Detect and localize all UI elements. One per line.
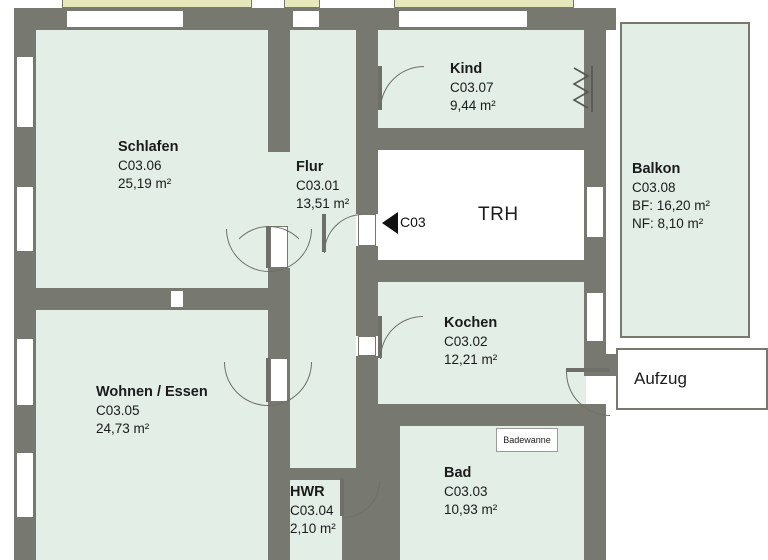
window-left-1	[16, 56, 34, 128]
label-kochen-name: Kochen	[444, 315, 498, 331]
window-left-4	[16, 452, 34, 518]
window-wall-schlafen-wohnen	[170, 290, 184, 308]
door-leaf-kochen	[378, 316, 382, 358]
label-kind-area: 9,44 m²	[450, 97, 496, 113]
label-wohnen-area: 24,73 m²	[96, 420, 150, 436]
balcony-door-hatch-icon	[572, 66, 593, 112]
wall-kochen-bad	[356, 404, 586, 426]
window-right-trh	[586, 186, 604, 238]
label-schlafen-area: 25,19 m²	[118, 175, 172, 191]
label-hwr-area: 2,10 m²	[290, 520, 336, 536]
room-wohnen-fill	[36, 310, 268, 560]
top-strip-right	[394, 0, 574, 8]
label-kind: Kind C03.07 9,44 m²	[450, 60, 496, 115]
label-balkon-name: Balkon	[632, 161, 681, 177]
wall-kind-trh	[356, 128, 606, 150]
label-kochen-area: 12,21 m²	[444, 351, 498, 367]
label-kochen: Kochen C03.02 12,21 m²	[444, 314, 497, 369]
wall-flur-right-lower2	[356, 356, 378, 560]
window-top-kind	[398, 10, 528, 28]
label-wohnen-name: Wohnen / Essen	[96, 384, 208, 400]
label-hwr-code: C03.04	[290, 503, 334, 519]
door-leaf-kind	[378, 66, 382, 110]
wall-flur-right-upper	[356, 30, 378, 130]
label-balkon-bf: BF: 16,20 m²	[632, 197, 711, 213]
window-right-kochen	[586, 292, 604, 342]
door-arc-schlafen	[226, 226, 312, 312]
label-hwr-name: HWR	[290, 484, 325, 500]
label-wohnen: Wohnen / Essen C03.05 24,73 m²	[96, 383, 208, 438]
label-bad: Bad C03.03 10,93 m²	[444, 464, 497, 519]
label-bad-area: 10,93 m²	[444, 501, 498, 517]
label-flur-name: Flur	[296, 159, 324, 175]
label-flur-area: 13,51 m²	[296, 195, 350, 211]
label-hwr: HWR C03.04 2,10 m²	[290, 483, 336, 538]
window-top-schlafen	[66, 10, 184, 28]
wall-bad-left	[378, 426, 400, 560]
label-wohnen-code: C03.05	[96, 403, 140, 419]
label-flur: Flur C03.01 13,51 m²	[296, 158, 349, 213]
label-balkon-nf: NF: 8,10 m²	[632, 215, 704, 231]
room-trh-fill	[378, 150, 586, 260]
label-flur-code: C03.01	[296, 178, 340, 194]
window-left-3	[16, 338, 34, 406]
window-flur-right-kochen	[358, 336, 376, 356]
unit-marker-arrow-icon	[382, 212, 398, 234]
wall-right-outer-bad	[584, 404, 606, 560]
label-kochen-code: C03.02	[444, 334, 488, 350]
top-strip-left	[62, 0, 252, 8]
wall-flur-right-mid	[356, 150, 378, 214]
label-trh: TRH	[478, 204, 519, 225]
wall-schlafen-flur	[268, 30, 290, 152]
room-aufzug-fill	[616, 348, 768, 410]
window-left-2	[16, 186, 34, 252]
wall-wohnen-flur	[268, 268, 290, 560]
wall-right-outer-upper	[584, 30, 606, 130]
label-bad-code: C03.03	[444, 484, 488, 500]
room-hwr-fill	[290, 478, 342, 560]
label-schlafen: Schlafen C03.06 25,19 m²	[118, 138, 178, 193]
label-bad-name: Bad	[444, 465, 472, 481]
wall-trh-kochen	[356, 260, 606, 282]
unit-marker-label: C03	[400, 214, 426, 230]
wall-hwr-top	[290, 468, 356, 480]
label-kind-code: C03.07	[450, 80, 494, 96]
label-schlafen-name: Schlafen	[118, 139, 179, 155]
label-schlafen-code: C03.06	[118, 158, 162, 174]
room-balkon-fill	[620, 22, 750, 338]
top-strip-mid	[284, 0, 320, 8]
wall-left-outer	[14, 8, 36, 560]
door-leaf-trh	[322, 214, 326, 252]
label-balkon: Balkon C03.08 BF: 16,20 m² NF: 8,10 m²	[632, 160, 710, 233]
door-leaf-hwr	[340, 478, 344, 516]
window-top-flur	[292, 10, 320, 28]
wall-schlafen-wohnen	[36, 288, 268, 310]
label-kind-name: Kind	[450, 61, 483, 77]
badewanne-box: Badewanne	[496, 428, 558, 452]
door-leaf-kochen-right	[566, 368, 610, 372]
wall-top-right-stub	[606, 8, 616, 30]
label-aufzug: Aufzug	[634, 369, 687, 388]
label-balkon-code: C03.08	[632, 180, 676, 196]
